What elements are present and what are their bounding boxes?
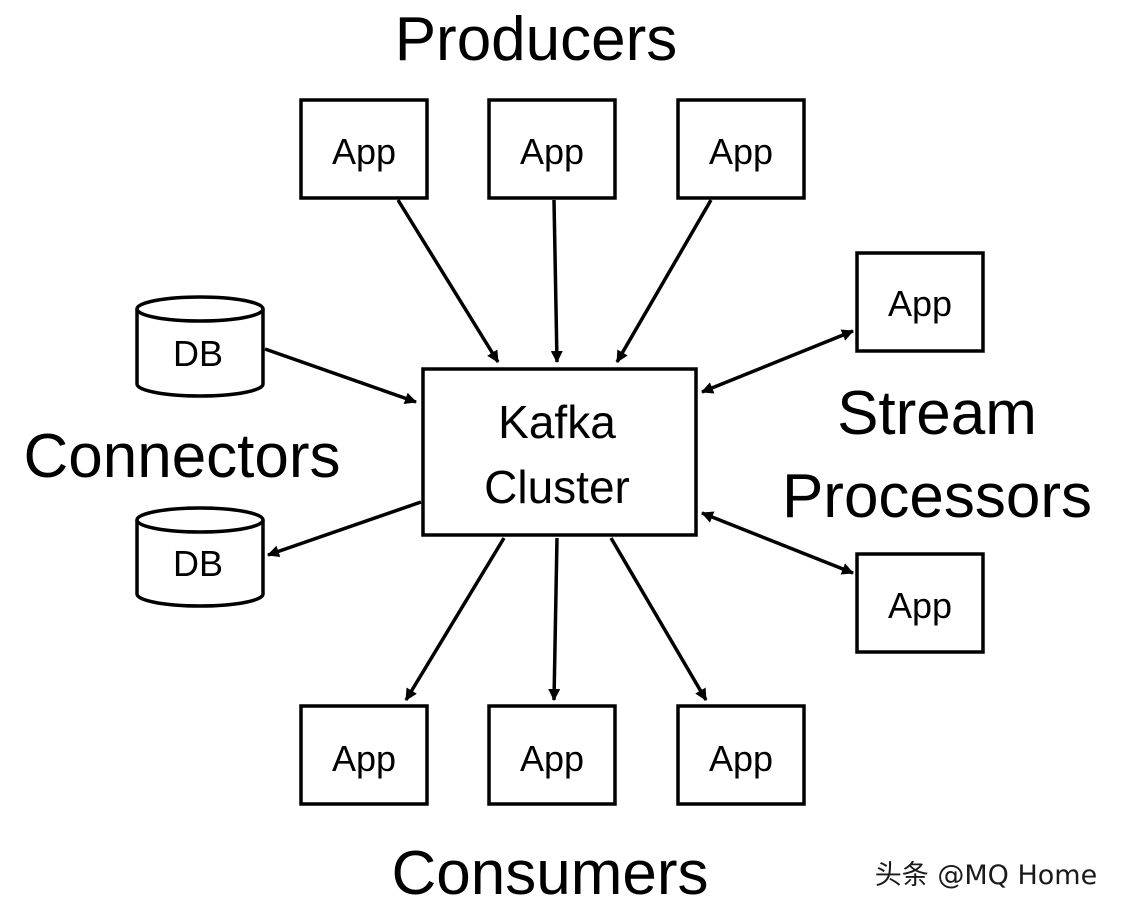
stream-heading-line2: Processors [782, 462, 1092, 531]
stream-app-box [855, 251, 985, 353]
stream-app-1: App [855, 251, 985, 353]
database-top [135, 506, 265, 534]
consumer-app-1: App [299, 704, 429, 806]
db-label: DB [173, 543, 223, 584]
producer-app-box [676, 98, 806, 200]
consumer-app-3: App [676, 704, 806, 806]
consumer-app-2: App [487, 704, 617, 806]
consumer-app-box [676, 704, 806, 806]
consumer-app-box [487, 704, 617, 806]
arrow-db-to-cluster [264, 347, 417, 405]
stream-app-box [855, 552, 985, 654]
arrow-producer-2-to-cluster [550, 199, 563, 363]
arrow-cluster-to-consumer-2 [548, 537, 561, 701]
watermark: 头条 @MQ Home [875, 860, 1097, 891]
connectors-heading: Connectors [23, 422, 340, 491]
db-label: DB [173, 333, 223, 374]
arrow-cluster-stream-app-1 [701, 329, 854, 394]
consumer-app-box [299, 704, 429, 806]
consumer-app-label: App [332, 738, 396, 779]
producer-app-1: App [299, 98, 429, 200]
kafka-cluster-node: Kafka Cluster [421, 367, 698, 537]
arrow-producer-1-to-cluster [396, 199, 500, 363]
producer-app-label: App [709, 131, 773, 172]
producers-heading: Producers [395, 5, 678, 74]
producer-app-2: App [487, 98, 617, 200]
arrow-cluster-to-consumer-1 [404, 537, 506, 701]
kafka-cluster-box [421, 367, 698, 537]
producer-app-box [299, 98, 429, 200]
kafka-cluster-label-line2: Cluster [484, 461, 630, 513]
consumers-heading: Consumers [392, 839, 709, 908]
consumer-app-label: App [520, 738, 584, 779]
database-icon [135, 309, 265, 398]
arrow-cluster-stream-app-2 [701, 511, 854, 575]
kafka-cluster-label-line1: Kafka [498, 396, 616, 448]
stream-app-label: App [888, 283, 952, 324]
arrow-cluster-to-consumer-3 [609, 537, 708, 701]
producer-app-label: App [520, 131, 584, 172]
database-top [135, 295, 265, 323]
producer-app-box [487, 98, 617, 200]
consumer-app-label: App [709, 738, 773, 779]
arrow-producer-3-to-cluster [615, 199, 713, 363]
arrow-cluster-to-db [267, 500, 422, 558]
db-source: DB [135, 295, 265, 398]
stream-app-label: App [888, 585, 952, 626]
database-icon [135, 520, 265, 608]
stream-heading-line1: Stream [837, 379, 1037, 448]
db-sink: DB [135, 506, 265, 608]
producer-app-label: App [332, 131, 396, 172]
producer-app-3: App [676, 98, 806, 200]
stream-app-2: App [855, 552, 985, 654]
